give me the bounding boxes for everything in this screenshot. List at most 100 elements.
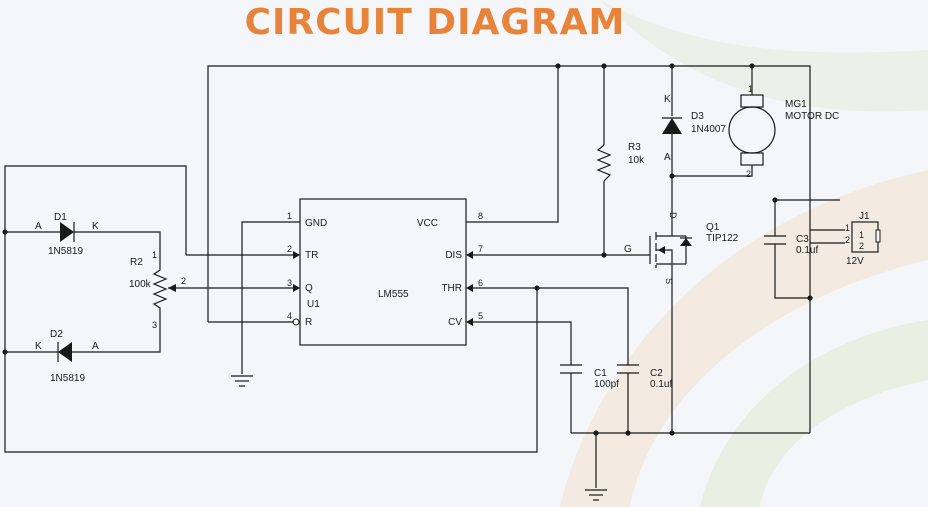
cv-pin-arrow: [466, 318, 473, 326]
ic-pin-name-cv: CV: [448, 317, 462, 328]
r2-ref: R2: [130, 257, 143, 268]
dis-pin-arrow: [466, 251, 473, 259]
d1-anode-label: A: [35, 221, 42, 232]
ic-pin-num-4: 4: [287, 311, 292, 321]
j1-pin2-outer: 2: [845, 235, 850, 245]
j1-pin2-inner: 2: [859, 241, 864, 251]
junction: [601, 63, 607, 69]
junction: [593, 430, 599, 436]
top-rail: [207, 65, 811, 322]
ic-u1: GND TR Q R U1 LM555 VCC DIS THR CV 1 2 3…: [287, 198, 483, 346]
q1-part: TIP122: [706, 233, 739, 244]
wire-thr: [473, 287, 629, 365]
ic-pin-name-r: R: [305, 317, 312, 328]
thr-pin-arrow: [466, 284, 473, 292]
junction: [2, 229, 8, 235]
ic-body: [299, 198, 467, 346]
j1-pin1-inner: 1: [859, 230, 864, 240]
ic-pin-num-3: 3: [287, 278, 292, 288]
junction: [555, 63, 561, 69]
junction: [625, 430, 631, 436]
page-title: CIRCUIT DIAGRAM: [244, 2, 626, 43]
junction: [534, 285, 540, 291]
ic-pin-name-thr: THR: [441, 283, 462, 294]
mg1-pin2: 2: [746, 169, 751, 179]
diode-d1: D1 A K 1N5819: [35, 212, 99, 257]
ic-pin-num-8: 8: [478, 211, 483, 221]
wire-gnd: [241, 221, 300, 374]
tr-pin-arrow: [293, 251, 300, 259]
ic-pin-num-2: 2: [287, 244, 292, 254]
ic-pin-name-q: Q: [305, 283, 313, 294]
c3-ref: C3: [796, 234, 809, 245]
r2-value: 100k: [129, 279, 152, 290]
junction: [669, 430, 675, 436]
c1-value: 100pf: [594, 379, 619, 390]
mg1-ref: MG1: [785, 99, 807, 110]
r2-wiper-arrow: [168, 284, 176, 292]
ground-symbol: [231, 375, 253, 387]
ic-pin-name-vcc: VCC: [417, 218, 438, 229]
d2-cathode-label: K: [35, 341, 42, 352]
ic-ref: U1: [307, 299, 320, 310]
wires: [4, 65, 845, 488]
c3-value: 0.1uf: [796, 245, 818, 256]
ic-pin-num-7: 7: [478, 244, 483, 254]
junction: [772, 197, 778, 203]
junction: [807, 295, 813, 301]
ground-symbol: [585, 489, 607, 501]
capacitor-c3: C3 0.1uf: [764, 234, 818, 256]
potentiometer-r2: R2 100k 1 2 3: [129, 250, 186, 330]
j1-label: 12V: [846, 256, 864, 267]
mg1-part: MOTOR DC: [785, 111, 839, 122]
junction: [601, 252, 607, 258]
q1-ref: Q1: [706, 222, 720, 233]
d3-part: 1N4007: [691, 124, 726, 135]
ic-part: LM555: [378, 289, 409, 300]
d3-ref: D3: [691, 111, 704, 122]
ic-pin-name-gnd: GND: [305, 218, 327, 229]
ic-pin-name-dis: DIS: [445, 250, 462, 261]
wire-cv: [473, 321, 572, 365]
q1-gate-label: G: [624, 244, 632, 255]
j1-ref: J1: [859, 211, 870, 222]
q1-source-label: S: [664, 278, 674, 284]
wire-motor-bottom: [672, 165, 753, 177]
r2-pin3: 3: [152, 320, 157, 330]
q1-drain-label: D: [668, 212, 678, 219]
ic-pin-num-1: 1: [287, 211, 292, 221]
wire-vcc: [466, 66, 559, 223]
d2-part: 1N5819: [50, 373, 85, 384]
c2-value: 0.1uf: [650, 379, 672, 390]
capacitor-c1: C1 100pf: [560, 364, 619, 390]
d1-part: 1N5819: [48, 246, 83, 257]
ic-pin-num-6: 6: [478, 278, 483, 288]
j1-pin1-outer: 1: [845, 223, 850, 233]
resistor-r3: R3 10k: [596, 142, 645, 182]
diode-d3: K A D3 1N4007: [662, 94, 726, 163]
d1-ref: D1: [54, 212, 67, 223]
diode-d2: D2 K A 1N5819: [35, 329, 99, 384]
c2-ref: C2: [650, 368, 663, 379]
junctions: [2, 63, 813, 436]
r2-pin1: 1: [152, 250, 157, 260]
ic-pin-num-5: 5: [478, 311, 483, 321]
d3-cathode-label: K: [664, 94, 671, 105]
d2-ref: D2: [50, 329, 63, 340]
r3-value: 10k: [628, 155, 645, 166]
mg1-pin1: 1: [748, 84, 753, 94]
wire-c3-bottom: [774, 244, 810, 299]
junction: [669, 173, 675, 179]
wire-feedback-loop: [4, 165, 538, 453]
motor-mg1: 1 2 MG1 MOTOR DC: [728, 84, 839, 179]
d3-anode-label: A: [664, 152, 671, 163]
d1-cathode-label: K: [92, 221, 99, 232]
r3-ref: R3: [628, 142, 641, 153]
junction: [669, 63, 675, 69]
junction: [749, 63, 755, 69]
connector-j1: J1 1 2 1 2 12V: [845, 211, 881, 267]
d2-anode-label: A: [92, 341, 99, 352]
ic-pin-name-tr: TR: [305, 250, 318, 261]
